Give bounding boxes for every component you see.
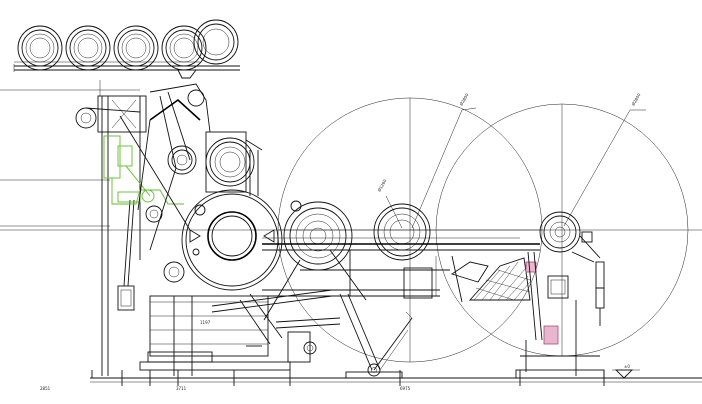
base-dim-right: 6975 bbox=[400, 386, 411, 391]
hatched-bracket bbox=[450, 255, 531, 303]
reel-rails bbox=[262, 237, 540, 301]
left-base: 1197 bbox=[139, 295, 291, 376]
top-roll-1 bbox=[17, 25, 63, 71]
ground-line: 2851 3711 6975 ±0 bbox=[40, 364, 702, 391]
level-marker bbox=[614, 369, 634, 379]
lower-pivot-arms bbox=[339, 293, 413, 379]
right-mechanism bbox=[515, 231, 605, 379]
top-roll-row bbox=[13, 19, 240, 79]
press-section bbox=[119, 83, 263, 251]
press-roll-main bbox=[163, 189, 283, 291]
reel-drum-left: Ø2800 Ø1260 bbox=[277, 92, 543, 363]
base-dim-mid: 3711 bbox=[176, 386, 187, 391]
green-highlight-assembly bbox=[103, 135, 184, 205]
small-roll-dim: Ø1260 bbox=[377, 178, 388, 192]
left-frame bbox=[75, 80, 147, 376]
large-roll-right-dim: Ø2800 bbox=[631, 92, 642, 106]
reel-drum-right: Ø2800 bbox=[435, 92, 689, 357]
top-roll-4 bbox=[161, 25, 207, 71]
top-roll-2 bbox=[65, 25, 111, 71]
top-roll-5 bbox=[193, 19, 239, 65]
lower-linkage bbox=[211, 259, 341, 363]
top-roll-3 bbox=[113, 25, 159, 71]
base-dim-left: 2851 bbox=[40, 386, 51, 391]
level-mark-label: ±0 bbox=[624, 364, 630, 369]
frame-dim-label: 1197 bbox=[200, 320, 211, 325]
rail-roll bbox=[283, 200, 353, 271]
large-roll-left-dim: Ø2800 bbox=[459, 92, 470, 106]
